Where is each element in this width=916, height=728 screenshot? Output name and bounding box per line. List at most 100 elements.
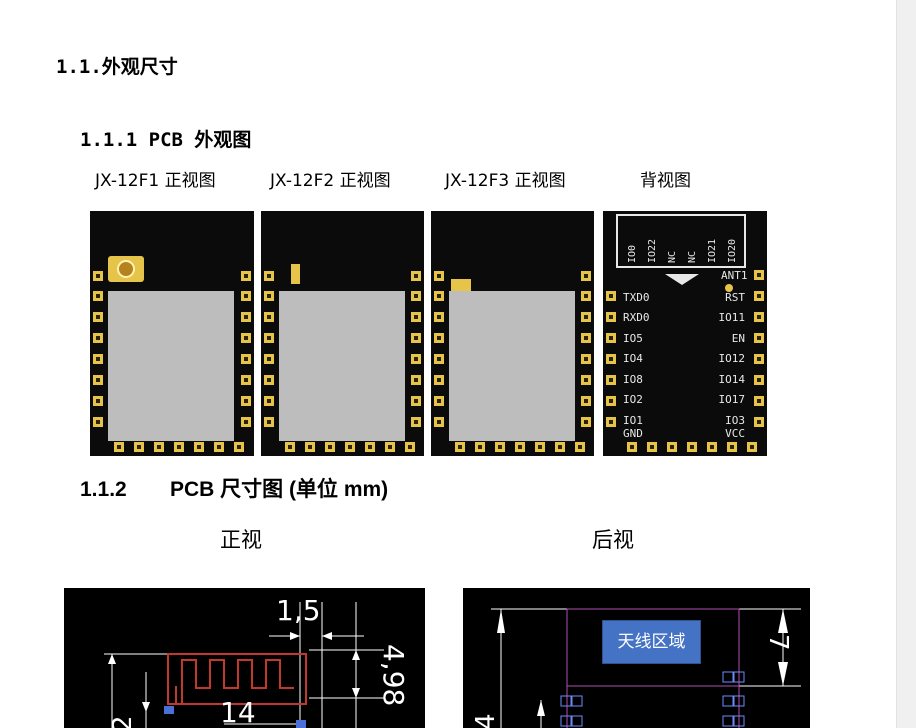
solder-pad bbox=[581, 312, 591, 322]
left-pin-label: RXD0 bbox=[623, 311, 650, 324]
solder-pad bbox=[581, 333, 591, 343]
solder-pad bbox=[606, 375, 616, 385]
solder-pad bbox=[754, 396, 764, 406]
solder-pad bbox=[93, 291, 103, 301]
caption-jx12f1: JX-12F1 正视图 bbox=[95, 171, 216, 191]
pcb-image-jx12f3 bbox=[431, 211, 594, 456]
top-pin-label: IO21 bbox=[707, 238, 718, 263]
top-pin-label: IO0 bbox=[627, 244, 638, 263]
solder-pad bbox=[365, 442, 375, 452]
solder-pad bbox=[575, 442, 585, 452]
solder-pad bbox=[264, 396, 274, 406]
dim-1-5: 1,5 bbox=[276, 594, 321, 627]
solder-pad bbox=[325, 442, 335, 452]
solder-pad bbox=[434, 271, 444, 281]
solder-pad bbox=[411, 396, 421, 406]
section-heading-1-1-1: 1.1.1 PCB 外观图 bbox=[80, 129, 252, 151]
vertical-scrollbar[interactable] bbox=[896, 0, 916, 728]
solder-pad bbox=[581, 396, 591, 406]
section-heading-1-1: 1.1.外观尺寸 bbox=[56, 56, 178, 78]
solder-pad bbox=[93, 354, 103, 364]
solder-pad bbox=[727, 442, 737, 452]
solder-pad bbox=[535, 442, 545, 452]
solder-pad bbox=[455, 442, 465, 452]
solder-pad bbox=[411, 291, 421, 301]
ipex-connector-icon bbox=[108, 256, 144, 282]
solder-pad bbox=[241, 396, 251, 406]
solder-pad bbox=[495, 442, 505, 452]
solder-pad bbox=[754, 291, 764, 301]
solder-pad bbox=[647, 442, 657, 452]
solder-pad bbox=[515, 442, 525, 452]
antenna-keepout-box bbox=[616, 214, 746, 268]
solder-pad bbox=[411, 417, 421, 427]
right-pin-label: VCC bbox=[725, 427, 745, 440]
solder-pad bbox=[754, 354, 764, 364]
solder-pad bbox=[687, 442, 697, 452]
top-pin-label: NC bbox=[687, 250, 698, 263]
solder-pad bbox=[214, 442, 224, 452]
left-pin-label: GND bbox=[623, 427, 643, 440]
right-pin-label: EN bbox=[731, 332, 745, 345]
solder-pad bbox=[285, 442, 295, 452]
solder-pad bbox=[475, 442, 485, 452]
front-dimension-lines bbox=[104, 602, 384, 728]
dim-7: 7 bbox=[763, 634, 793, 651]
solder-pad bbox=[434, 375, 444, 385]
solder-pad bbox=[606, 396, 616, 406]
solder-pad bbox=[754, 333, 764, 343]
solder-pad bbox=[434, 417, 444, 427]
right-pin-label: IO12 bbox=[718, 352, 746, 365]
solder-pad bbox=[606, 417, 616, 427]
solder-pad bbox=[754, 417, 764, 427]
right-pin-label: IO3 bbox=[725, 414, 745, 427]
caption-jx12f3: JX-12F3 正视图 bbox=[445, 171, 566, 191]
solder-pad bbox=[434, 396, 444, 406]
solder-pad bbox=[385, 442, 395, 452]
left-pin-label: IO5 bbox=[623, 332, 643, 345]
solder-pad bbox=[264, 354, 274, 364]
solder-pad bbox=[264, 375, 274, 385]
caption-front-size: 正视 bbox=[220, 528, 262, 552]
dim-2: 2 bbox=[108, 715, 138, 728]
solder-pad bbox=[114, 442, 124, 452]
dim-4: 4 bbox=[471, 713, 501, 728]
left-pin-label: IO4 bbox=[623, 352, 643, 365]
left-pin-label: IO2 bbox=[623, 393, 643, 406]
pcb-antenna-trace-icon bbox=[167, 653, 307, 705]
back-dimension-lines bbox=[491, 608, 801, 728]
caption-jx12f2: JX-12F2 正视图 bbox=[270, 171, 391, 191]
solder-pad bbox=[405, 442, 415, 452]
solder-pad bbox=[93, 333, 103, 343]
solder-pad bbox=[581, 271, 591, 281]
solder-pad bbox=[93, 375, 103, 385]
front-dimension-drawing: 1,5 4,98 14 2 bbox=[64, 588, 425, 728]
heading-number: 1.1.2 bbox=[80, 478, 127, 501]
solder-pad bbox=[241, 333, 251, 343]
pcb-image-jx12f1 bbox=[90, 211, 254, 456]
top-pin-label: NC bbox=[667, 250, 678, 263]
solder-pad bbox=[754, 312, 764, 322]
shield-can bbox=[449, 291, 575, 441]
solder-pad bbox=[581, 291, 591, 301]
solder-pad bbox=[667, 442, 677, 452]
right-pin-label: IO14 bbox=[718, 373, 746, 386]
solder-pad bbox=[411, 375, 421, 385]
solder-pad bbox=[264, 271, 274, 281]
solder-pad bbox=[241, 271, 251, 281]
solder-pad bbox=[234, 442, 244, 452]
solder-pad bbox=[305, 442, 315, 452]
solder-pad bbox=[434, 354, 444, 364]
solder-pad bbox=[411, 354, 421, 364]
solder-pad bbox=[154, 442, 164, 452]
solder-pad bbox=[345, 442, 355, 452]
solder-pad bbox=[627, 442, 637, 452]
solder-pad bbox=[434, 333, 444, 343]
pcb-image-jx12f2 bbox=[261, 211, 424, 456]
pin1-triangle-icon bbox=[665, 274, 699, 285]
section-heading-1-1-2: 1.1.2 PCB 尺寸图 (单位 mm) bbox=[80, 473, 388, 503]
solder-pad bbox=[93, 396, 103, 406]
heading-text: PCB 尺寸图 (单位 mm) bbox=[170, 478, 389, 501]
solder-pad bbox=[264, 417, 274, 427]
